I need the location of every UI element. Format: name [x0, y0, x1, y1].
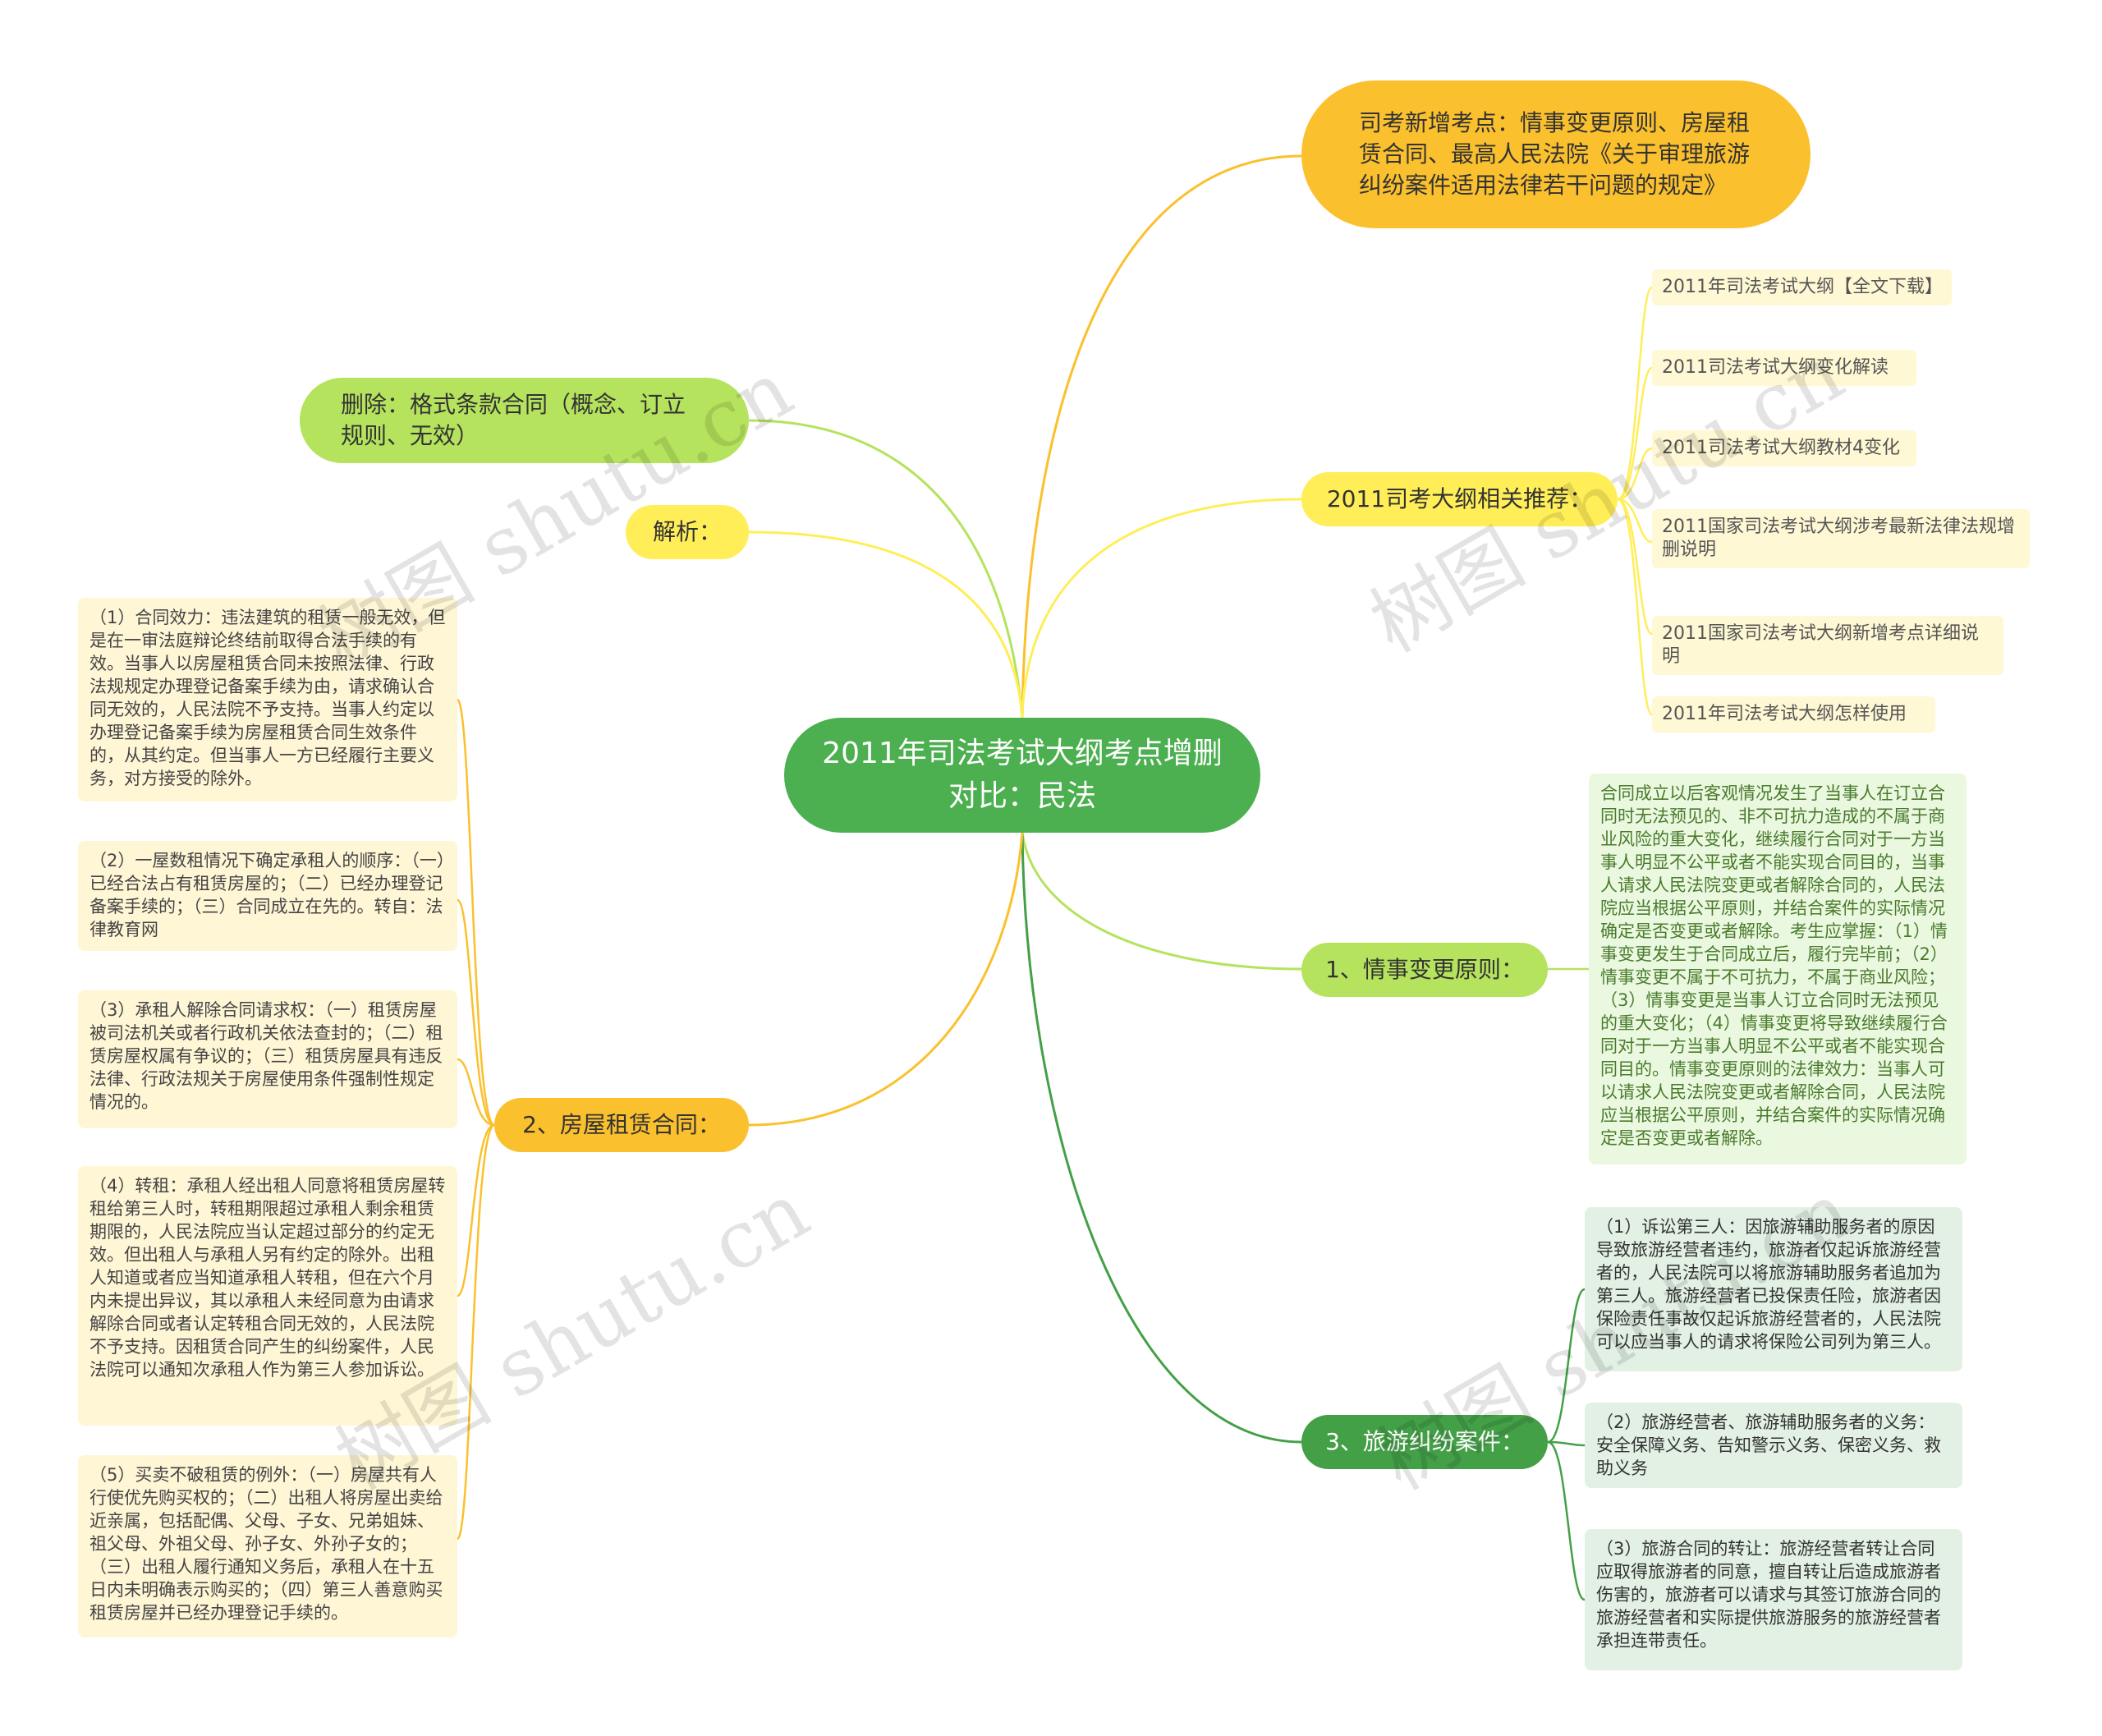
recommend-link-5[interactable]: 2011国家司法考试大纲新增考点详细说明	[1652, 616, 2003, 675]
lease-item-2: （2）一屋数租情况下确定承租人的顺序：（一）已经合法占有租赁房屋的；（二）已经办…	[78, 841, 457, 951]
link-analysis	[748, 530, 1024, 719]
lease-item-1: （1）合同效力：违法建筑的租赁一般无效，但是在一审法庭辩论终结前取得合法手续的有…	[78, 598, 457, 801]
recommend-link-3[interactable]: 2011司法考试大纲教材4变化	[1652, 430, 1916, 466]
link-tourism	[1021, 832, 1302, 1444]
link-recommend	[1021, 498, 1302, 719]
branch-tourism[interactable]: 3、旅游纠纷案件：	[1301, 1415, 1548, 1469]
link-change	[1021, 832, 1302, 971]
recommend-link-4[interactable]: 2011国家司法考试大纲涉考最新法律法规增删说明	[1652, 509, 2030, 568]
branch-recommend[interactable]: 2011司考大纲相关推荐：	[1301, 472, 1618, 526]
recommend-link-1[interactable]: 2011年司法考试大纲【全文下载】	[1652, 269, 1952, 305]
branch-change-principle[interactable]: 1、情事变更原则：	[1301, 943, 1548, 997]
branch-lease[interactable]: 2、房屋租赁合同：	[494, 1098, 749, 1152]
change-principle-detail: 合同成立以后客观情况发生了当事人在订立合同时无法预见的、非不可抗力造成的不属于商…	[1589, 774, 1967, 1164]
branch-delete[interactable]: 删除：格式条款合同（概念、订立规则、无效）	[300, 378, 749, 463]
lease-item-4: （4）转租：承租人经出租人同意将租赁房屋转租给第三人时，转租期限超过承租人剩余租…	[78, 1166, 457, 1426]
branch-new-points[interactable]: 司考新增考点：情事变更原则、房屋租赁合同、最高人民法院《关于审理旅游纠纷案件适用…	[1301, 80, 1811, 228]
root-topic[interactable]: 2011年司法考试大纲考点增删对比：民法	[784, 718, 1260, 833]
recommend-link-6[interactable]: 2011年司法考试大纲怎样使用	[1652, 696, 1935, 733]
link-new-points	[1021, 154, 1302, 719]
branch-analysis[interactable]: 解析：	[626, 505, 749, 559]
tourism-item-1: （1）诉讼第三人：因旅游辅助服务者的原因导致旅游经营者违约，旅游者仅起诉旅游经营…	[1585, 1207, 1962, 1371]
lease-item-3: （3）承租人解除合同请求权：（一）租赁房屋被司法机关或者行政机关依法查封的；（二…	[78, 990, 457, 1128]
recommend-link-2[interactable]: 2011司法考试大纲变化解读	[1652, 350, 1916, 386]
link-lease	[748, 832, 1024, 1127]
tourism-item-2: （2）旅游经营者、旅游辅助服务者的义务：安全保障义务、告知警示义务、保密义务、救…	[1585, 1403, 1962, 1488]
tourism-item-3: （3）旅游合同的转让：旅游经营者转让合同应取得旅游者的同意，擅自转让后造成旅游者…	[1585, 1529, 1962, 1670]
lease-item-5: （5）买卖不破租赁的例外：（一）房屋共有人行使优先购买权的；（二）出租人将房屋出…	[78, 1455, 457, 1637]
link-delete	[748, 419, 1024, 719]
